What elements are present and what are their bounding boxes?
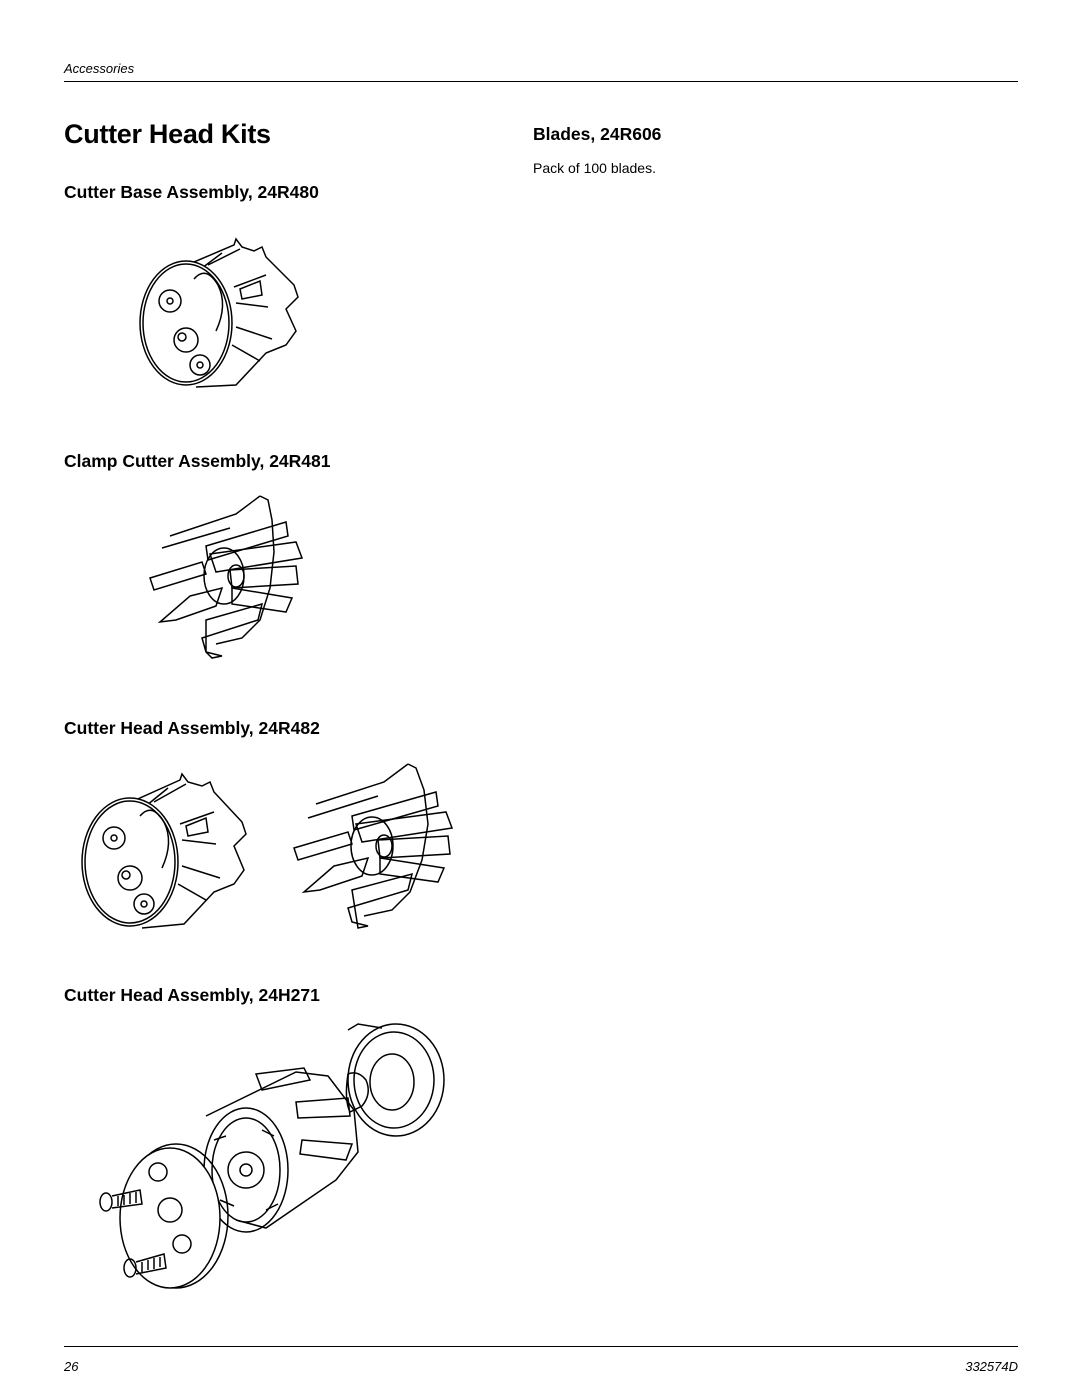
- document-number: 332574D: [965, 1359, 1018, 1374]
- page-title: Cutter Head Kits: [64, 119, 271, 149]
- cutter-head-24r482-clamp-illustration: [288, 760, 478, 935]
- footer-rule: [64, 1346, 1018, 1347]
- clamp-cutter-heading: Clamp Cutter Assembly, 24R481: [64, 451, 331, 471]
- cutter-head-24r482-base-illustration: [78, 770, 253, 940]
- blades-description: Pack of 100 blades.: [533, 160, 656, 176]
- cutter-head-24h271-exploded-illustration: [96, 1020, 471, 1285]
- cutter-head-24r482-heading: Cutter Head Assembly, 24R482: [64, 718, 320, 738]
- header-rule: [64, 81, 1018, 82]
- clamp-cutter-illustration: [146, 492, 321, 667]
- cutter-head-24h271-heading: Cutter Head Assembly, 24H271: [64, 985, 320, 1005]
- page-number: 26: [64, 1359, 79, 1374]
- blades-heading: Blades, 24R606: [533, 124, 662, 144]
- cutter-base-illustration: [136, 235, 306, 395]
- cutter-base-heading: Cutter Base Assembly, 24R480: [64, 182, 319, 202]
- section-header: Accessories: [64, 61, 135, 76]
